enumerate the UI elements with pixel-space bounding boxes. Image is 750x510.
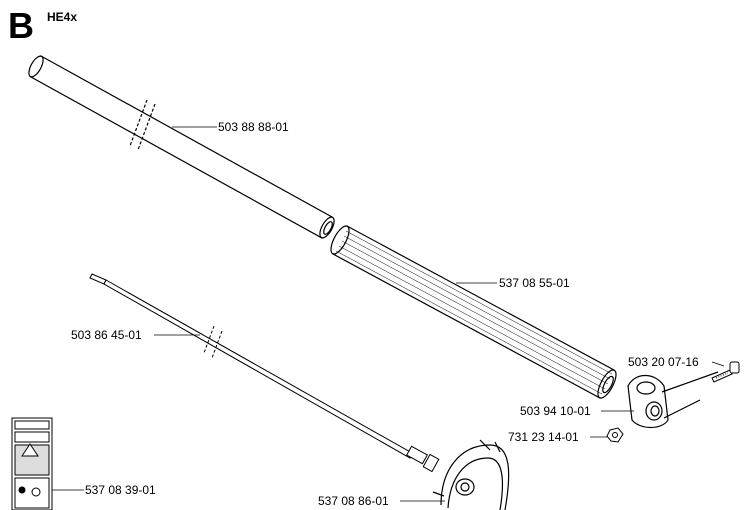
nut	[606, 427, 624, 443]
part-number-clamp: 503 94 10-01	[520, 404, 591, 418]
part-number-nut: 731 23 14-01	[508, 430, 579, 444]
part-number-decal: 537 08 39-01	[85, 483, 156, 497]
part-number-drive-shaft: 503 86 45-01	[71, 328, 142, 342]
part-number-bolt: 503 20 07-16	[628, 355, 699, 369]
leader-lines	[52, 126, 725, 502]
part-number-upper-shaft-tube: 503 88 88-01	[218, 120, 289, 134]
clamp	[627, 371, 719, 429]
bolt	[711, 361, 740, 383]
guard-housing	[432, 439, 510, 510]
decal	[11, 417, 53, 510]
model-name: HE4x	[47, 10, 78, 24]
section-letter: B	[8, 5, 34, 46]
drive-shaft	[89, 273, 440, 473]
part-number-guard-housing: 537 08 86-01	[318, 494, 389, 508]
part-number-lower-shaft-tube: 537 08 55-01	[499, 276, 570, 290]
lower-shaft-tube	[330, 225, 617, 399]
upper-shaft-tube	[28, 55, 335, 239]
